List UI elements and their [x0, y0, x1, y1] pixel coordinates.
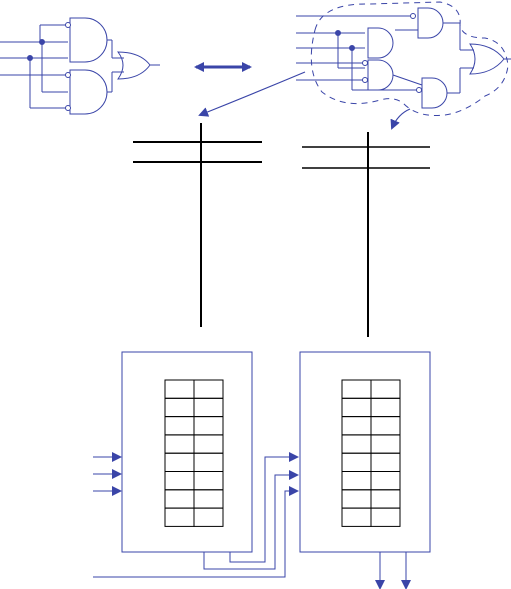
left-gate-circuit — [0, 18, 160, 114]
junction-dot — [350, 46, 355, 51]
left-truth-table-cell — [165, 417, 194, 435]
left-truth-table-cell — [194, 508, 223, 526]
right-truth-table-cell — [342, 380, 371, 398]
right-truth-table-cell — [342, 490, 371, 508]
block-io-wires — [93, 457, 406, 588]
interconnect-wire-1 — [204, 475, 297, 569]
and-gate-1 — [70, 18, 107, 62]
left-truth-table-cell — [165, 453, 194, 471]
right-truth-table-cell — [342, 417, 371, 435]
left-truth-table-cell — [194, 417, 223, 435]
and-gate-5 — [368, 60, 393, 90]
right-logic-block — [300, 352, 430, 552]
junction-dot — [28, 56, 33, 61]
dashed-group-outline — [311, 2, 508, 116]
right-truth-table-cell — [371, 472, 400, 490]
junction-dot — [40, 40, 45, 45]
inverting-bubble — [363, 61, 368, 66]
left-truth-table-cell — [165, 398, 194, 416]
mapping-arrow-right — [392, 109, 410, 128]
right-gate-circuit — [296, 2, 511, 116]
right-truth-table-cell — [371, 453, 400, 471]
right-truth-table-cell — [342, 435, 371, 453]
or-gate-left — [118, 52, 150, 79]
left-t-chart — [133, 123, 262, 327]
interconnect-wire-2 — [230, 457, 297, 562]
inverting-bubble — [411, 14, 416, 19]
and-gate-4 — [368, 28, 393, 58]
right-truth-table-cell — [371, 435, 400, 453]
and-gate-6 — [422, 78, 447, 108]
left-truth-table-cell — [165, 472, 194, 490]
or-gate-right — [470, 44, 504, 74]
inverting-bubble — [66, 73, 71, 78]
left-truth-table-cell — [194, 380, 223, 398]
right-truth-table-cell — [371, 508, 400, 526]
left-truth-table-cell — [165, 508, 194, 526]
right-truth-table-cell — [371, 398, 400, 416]
right-t-chart — [302, 132, 430, 337]
wire — [393, 75, 422, 85]
left-truth-table-cell — [165, 490, 194, 508]
right-truth-table-cell — [342, 398, 371, 416]
left-truth-table-cell — [194, 398, 223, 416]
left-truth-table-cell — [194, 435, 223, 453]
right-truth-table-cell — [371, 417, 400, 435]
inverting-bubble — [363, 78, 368, 83]
inverting-bubble — [66, 23, 71, 28]
left-truth-table-cell — [194, 472, 223, 490]
inverting-bubble — [66, 106, 71, 111]
interconnect-wire-3 — [93, 491, 297, 577]
logic-blocks — [122, 352, 430, 552]
mapping-arrow-left — [200, 72, 305, 115]
right-truth-table-cell — [342, 508, 371, 526]
left-truth-table-cell — [165, 380, 194, 398]
left-truth-table-cell — [194, 453, 223, 471]
left-logic-block — [122, 352, 252, 552]
right-truth-table-cell — [371, 380, 400, 398]
inverting-bubble — [417, 88, 422, 93]
and-gate-3 — [418, 8, 443, 38]
right-truth-table-cell — [342, 453, 371, 471]
right-truth-table-cell — [371, 490, 400, 508]
left-truth-table-cell — [165, 435, 194, 453]
junction-dot — [336, 31, 341, 36]
right-truth-table-cell — [342, 472, 371, 490]
left-truth-table-cell — [194, 490, 223, 508]
and-gate-2 — [70, 70, 107, 114]
